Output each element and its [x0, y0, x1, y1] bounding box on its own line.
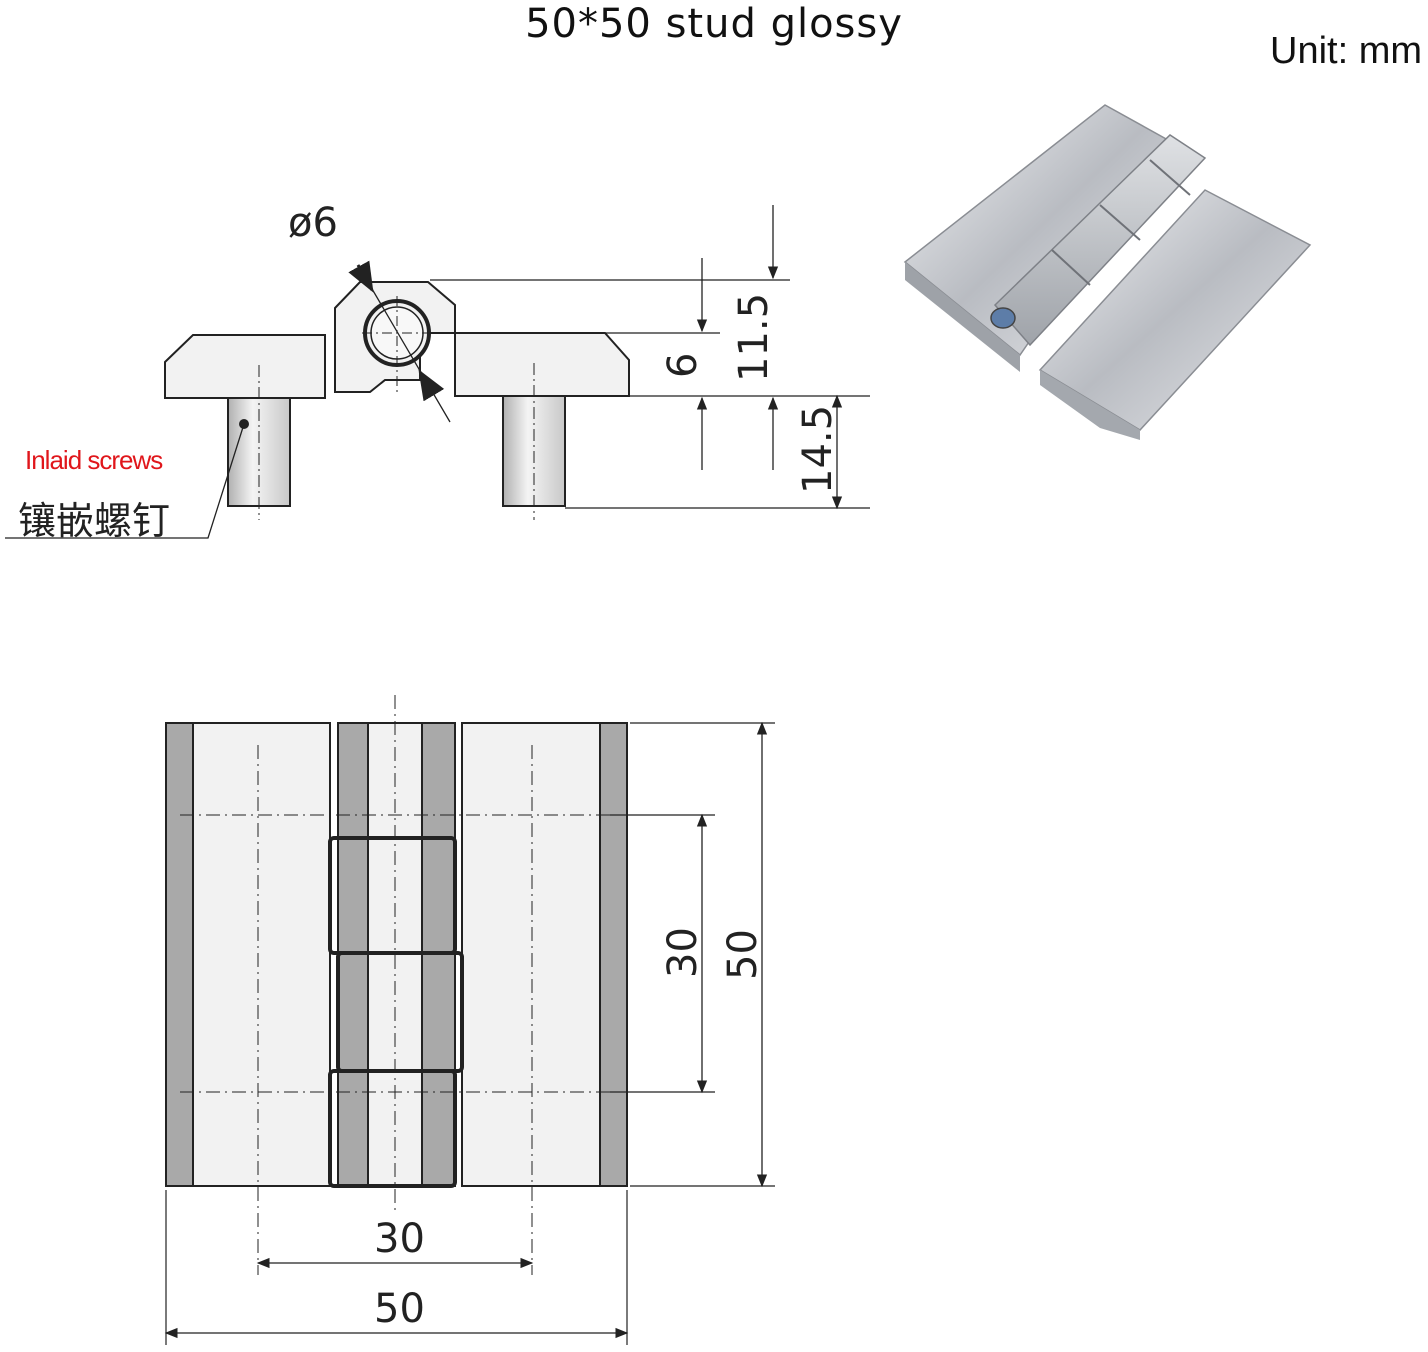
- dim-11-5-label: 11.5: [731, 293, 777, 382]
- width-label: 50: [374, 1286, 425, 1332]
- product-photo: [903, 104, 1312, 440]
- top-left-leaf: [192, 722, 331, 1187]
- unit-label: Unit: mm: [1270, 30, 1422, 72]
- top-right-leaf: [461, 722, 601, 1187]
- callout-leader: [5, 423, 245, 539]
- callout-chinese: 镶嵌螺钉: [18, 499, 171, 543]
- dim-14-5-label: 14.5: [795, 405, 841, 494]
- top-left-edge: [165, 722, 194, 1187]
- pin-diameter-label: ø6: [288, 200, 338, 246]
- hole-spacing-horizontal-label: 30: [374, 1216, 425, 1262]
- knuckle-segment-3: [328, 1069, 457, 1188]
- hole-spacing-vertical-label: 30: [660, 927, 706, 978]
- dim-6-label: 6: [660, 353, 706, 378]
- page-title: 50*50 stud glossy: [525, 1, 903, 47]
- callout-english: Inlaid screws: [25, 445, 163, 475]
- side-view: [5, 205, 870, 539]
- top-view: [164, 695, 775, 1345]
- top-right-edge: [599, 722, 628, 1187]
- side-right-leaf: [454, 332, 630, 397]
- photo-pin-end: [990, 307, 1016, 329]
- height-label: 50: [720, 929, 766, 980]
- photo-knuckle: [993, 134, 1207, 347]
- side-left-leaf: [164, 334, 326, 399]
